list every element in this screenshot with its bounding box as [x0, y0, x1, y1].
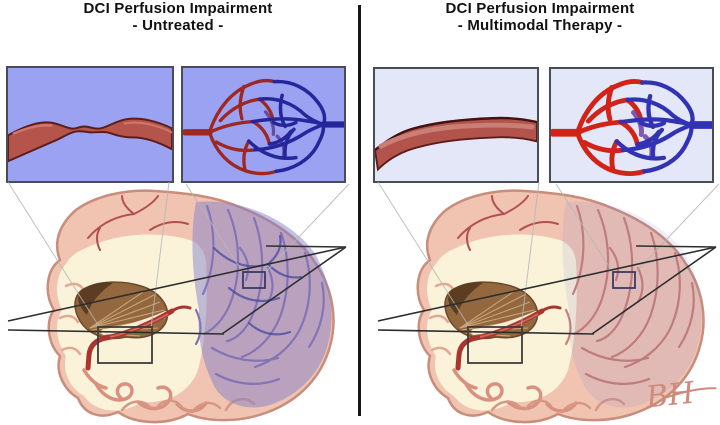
left-panel-title: DCI Perfusion Impairment - Untreated - — [0, 0, 356, 34]
left-title-line1: DCI Perfusion Impairment — [83, 0, 273, 17]
untreated-capillary-inset — [181, 66, 346, 183]
untreated-brain-illustration — [0, 145, 360, 425]
vasospastic-artery-icon — [8, 117, 172, 163]
normal-artery-icon — [375, 116, 537, 172]
treated-artery-inset — [373, 67, 539, 183]
panel-divider-line — [358, 5, 361, 416]
right-title-line2: - Multimodal Therapy - — [457, 17, 623, 34]
artist-signature: BH — [643, 376, 717, 416]
right-title-line1: DCI Perfusion Impairment — [445, 0, 635, 17]
treated-capillary-inset — [549, 67, 714, 183]
untreated-artery-inset — [6, 66, 174, 183]
left-title-line2: - Untreated - — [132, 17, 224, 34]
right-panel-title: DCI Perfusion Impairment - Multimodal Th… — [362, 0, 718, 34]
